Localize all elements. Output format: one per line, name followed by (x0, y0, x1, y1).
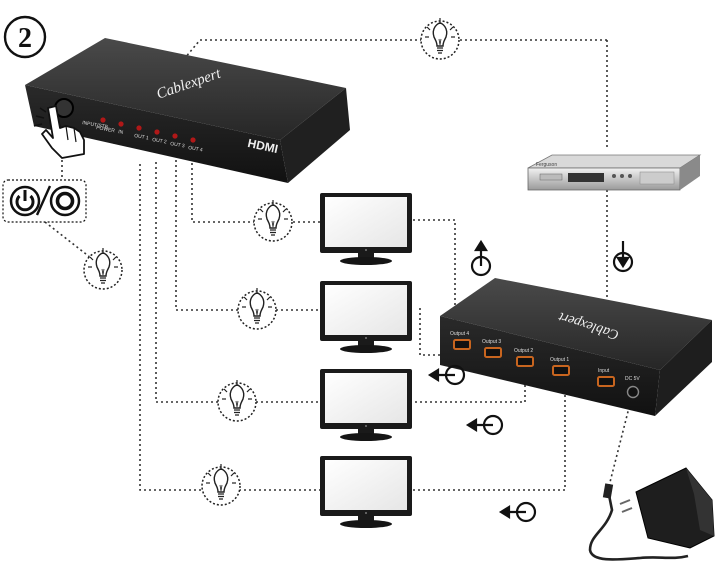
hdmi-splitter: Cablexpert Output 4 Output 3 Output 2 Ou… (440, 278, 712, 416)
switch-leds: POWER IN OUT 1 OUT 2 OUT 3 OUT 4 (96, 117, 204, 154)
splitter-ports: Output 4 Output 3 Output 2 Output 1 Inpu… (450, 331, 640, 399)
led-label-in: IN (118, 129, 124, 136)
wire-switch-out2 (175, 160, 322, 311)
switch-button-label: INPUT/STB (82, 120, 109, 131)
splitter-top-face (440, 278, 712, 370)
monitor-4 (320, 456, 412, 528)
arrow-up-icon (470, 239, 492, 277)
wire-receiver-to-switch (111, 39, 608, 150)
led-label-out2: OUT 2 (152, 137, 168, 145)
power-off-icon (49, 185, 81, 217)
splitter-front-face (440, 316, 660, 416)
led-out2 (154, 129, 160, 135)
wire-splitter-to-monitor-4 (412, 385, 566, 491)
satellite-receiver: Ferguson (527, 154, 702, 191)
port-label-dc: DC 5V (625, 376, 640, 382)
step-badge: 2 (3, 15, 47, 59)
led-label-out3: OUT 3 (170, 141, 186, 149)
wire-switch-out4 (139, 164, 322, 491)
port-output4 (453, 339, 471, 350)
led-in (118, 121, 124, 127)
port-label-output3: Output 3 (482, 339, 501, 345)
direction-arrows (427, 239, 634, 523)
wire-switch-out3 (155, 162, 322, 403)
led-label-out1: OUT 1 (134, 133, 150, 141)
step-number: 2 (18, 23, 32, 54)
receiver-brand: Ferguson (536, 162, 557, 168)
monitors (320, 193, 412, 528)
signal-wires (44, 39, 634, 491)
power-adapter (588, 467, 715, 561)
port-label-output2: Output 2 (514, 348, 533, 354)
arrow-left-icon-3 (498, 501, 537, 523)
monitor-2 (320, 281, 412, 353)
led-label-out4: OUT 4 (188, 145, 204, 153)
pressing-hand-icon (33, 105, 85, 159)
port-label-output1: Output 1 (550, 357, 569, 363)
led-power (100, 117, 106, 123)
led-out3 (172, 133, 178, 139)
bulb-icon-input (420, 17, 460, 60)
monitor-3 (320, 369, 412, 441)
bulb-icon-out4 (201, 463, 241, 506)
led-label-power: POWER (96, 125, 116, 134)
monitor-1 (320, 193, 412, 265)
bulb-icon-out2 (237, 287, 277, 330)
arrow-left-icon-1 (427, 364, 466, 386)
arrow-left-icon-2 (465, 414, 504, 436)
port-label-input: Input (598, 368, 610, 374)
arrow-down-icon (612, 241, 634, 273)
switch-hdmi-logo: HDMI (246, 136, 279, 156)
port-input (597, 376, 615, 387)
switch-top-face (25, 38, 346, 140)
port-output3 (484, 347, 502, 358)
led-out4 (190, 137, 196, 143)
port-label-output4: Output 4 (450, 331, 469, 337)
bulb-icon-out3 (217, 379, 257, 422)
led-out1 (136, 125, 142, 131)
wire-splitter-to-monitor-2 (419, 308, 490, 356)
bulb-icon-out1 (253, 199, 293, 242)
switch-side-face (280, 88, 350, 183)
port-output1 (552, 365, 570, 376)
bulb-icon-power (83, 247, 123, 290)
port-output2 (516, 356, 534, 367)
wire-button-to-indicator (44, 155, 101, 266)
wire-splitter-to-monitor-3 (412, 375, 526, 403)
splitter-side-face (655, 320, 712, 416)
power-mode-indicator (2, 179, 87, 223)
port-dc (626, 385, 640, 399)
wire-splitter-to-monitor-1 (412, 219, 456, 340)
hdmi-switch: Cablexpert HDMI INPUT/STB POWER IN OUT 1… (25, 38, 350, 183)
